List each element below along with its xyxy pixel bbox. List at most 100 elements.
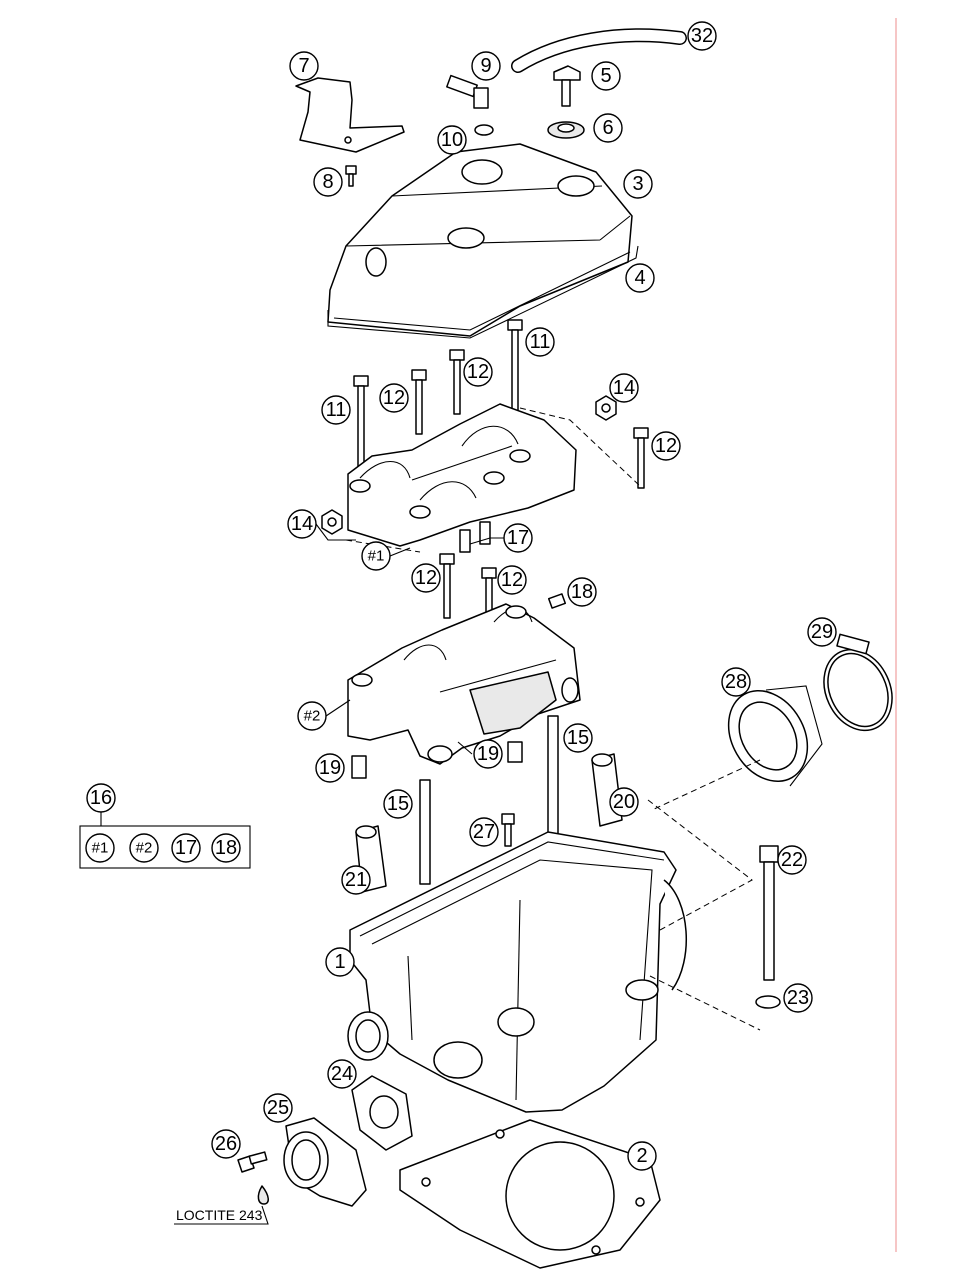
svg-text:24: 24 xyxy=(331,1063,353,1085)
part-callout-29: 29 xyxy=(807,617,837,647)
part-callout-22: 22 xyxy=(777,845,807,875)
svg-text:12: 12 xyxy=(467,361,489,383)
part-callout-12: 12 xyxy=(379,383,409,413)
svg-text:9: 9 xyxy=(480,55,491,77)
cylinder-head xyxy=(347,831,687,1113)
callout-leader xyxy=(315,523,356,541)
part-callout-14: 14 xyxy=(287,509,317,539)
part-callout-9: 9 xyxy=(471,51,501,81)
svg-text:14: 14 xyxy=(291,513,313,535)
svg-text:29: 29 xyxy=(811,621,833,643)
svg-text:11: 11 xyxy=(530,331,551,353)
svg-text:2: 2 xyxy=(636,1145,647,1167)
breather-hose xyxy=(511,28,687,73)
svg-text:1: 1 xyxy=(334,951,345,973)
dowel-pin xyxy=(459,521,491,553)
kit-item-callout: 18 xyxy=(211,833,241,863)
loctite-note: LOCTITE 243 xyxy=(176,1207,263,1223)
stud xyxy=(419,715,559,885)
alignment-line xyxy=(345,539,421,553)
part-callout-16: 16 xyxy=(86,783,116,813)
part-callout-24: 24 xyxy=(327,1059,357,1089)
part-callout-2: 2 xyxy=(627,1141,657,1171)
part-callout-5: 5 xyxy=(591,61,621,91)
svg-text:#1: #1 xyxy=(92,840,109,857)
callout-leader xyxy=(457,741,473,755)
svg-text:11: 11 xyxy=(326,399,347,421)
long-bolt xyxy=(507,319,523,417)
kit-item-callout: 17 xyxy=(171,833,201,863)
part-callout-10: 10 xyxy=(437,125,467,155)
alignment-line xyxy=(649,975,761,1031)
svg-text:7: 7 xyxy=(298,55,309,77)
part-callout-17: 17 xyxy=(503,523,533,553)
part-callout-27: 27 xyxy=(469,817,499,847)
part-callout-12: 12 xyxy=(497,565,527,595)
svg-text:14: 14 xyxy=(613,377,635,399)
cover-gasket xyxy=(327,245,639,339)
part-callout-1: 1 xyxy=(325,947,355,977)
part-callout-26: 26 xyxy=(211,1129,241,1159)
exhaust-gasket xyxy=(351,1075,413,1151)
bearing-carrier-upper xyxy=(347,403,577,547)
part-callout-8: 8 xyxy=(313,167,343,197)
bolt xyxy=(449,349,465,415)
callout-leader xyxy=(325,699,351,717)
svg-text:17: 17 xyxy=(175,837,197,859)
svg-text:12: 12 xyxy=(655,435,677,457)
callout-leader xyxy=(469,537,504,545)
svg-text:22: 22 xyxy=(781,849,803,871)
svg-text:28: 28 xyxy=(725,671,747,693)
svg-text:20: 20 xyxy=(613,791,635,813)
part-callout-19: 19 xyxy=(473,739,503,769)
part-callout-12: 12 xyxy=(411,563,441,593)
screw xyxy=(345,165,357,187)
svg-text:#2: #2 xyxy=(304,708,321,725)
svg-text:18: 18 xyxy=(215,837,237,859)
intake-rubber xyxy=(727,685,823,787)
svg-text:8: 8 xyxy=(322,171,333,193)
loctite-leader xyxy=(174,1205,269,1225)
svg-text:#2: #2 xyxy=(136,840,153,857)
svg-text:#1: #1 xyxy=(368,548,385,565)
flange-bolt xyxy=(237,1151,269,1205)
part-callout-4: 4 xyxy=(625,263,655,293)
part-callout-3: 3 xyxy=(623,169,653,199)
part-callout-32: 32 xyxy=(687,21,717,51)
callout-leader xyxy=(389,547,411,557)
part-callout-7: 7 xyxy=(289,51,319,81)
nut xyxy=(595,395,617,421)
svg-text:18: 18 xyxy=(571,581,593,603)
svg-text:10: 10 xyxy=(441,129,463,151)
exhaust-flange xyxy=(283,1117,367,1207)
dowel-pin xyxy=(507,741,523,763)
bracket xyxy=(295,77,405,153)
svg-text:19: 19 xyxy=(319,757,341,779)
bolt xyxy=(501,813,515,847)
svg-text:4: 4 xyxy=(634,267,645,289)
svg-text:15: 15 xyxy=(387,793,409,815)
svg-text:21: 21 xyxy=(345,869,367,891)
svg-text:27: 27 xyxy=(473,821,495,843)
kit-item-callout: #1 xyxy=(85,833,115,863)
svg-text:12: 12 xyxy=(383,387,405,409)
nut xyxy=(321,509,343,535)
dowel-pin xyxy=(351,755,367,779)
plug xyxy=(547,593,567,609)
sub-assembly-callout-2: #2 xyxy=(297,701,327,731)
bolt xyxy=(439,553,455,619)
long-bolt xyxy=(353,375,369,473)
part-callout-11: 11 xyxy=(321,395,351,425)
part-callout-20: 20 xyxy=(609,787,639,817)
valve-cover xyxy=(327,143,633,337)
svg-text:32: 32 xyxy=(691,25,713,47)
svg-text:15: 15 xyxy=(567,727,589,749)
svg-text:23: 23 xyxy=(787,987,809,1009)
part-callout-11: 11 xyxy=(525,327,555,357)
breather-fitting xyxy=(446,74,494,136)
svg-text:12: 12 xyxy=(501,569,523,591)
long-bolt xyxy=(755,845,781,1009)
sub-assembly-callout-1: #1 xyxy=(361,541,391,571)
part-callout-28: 28 xyxy=(721,667,751,697)
part-callout-12: 12 xyxy=(651,431,681,461)
